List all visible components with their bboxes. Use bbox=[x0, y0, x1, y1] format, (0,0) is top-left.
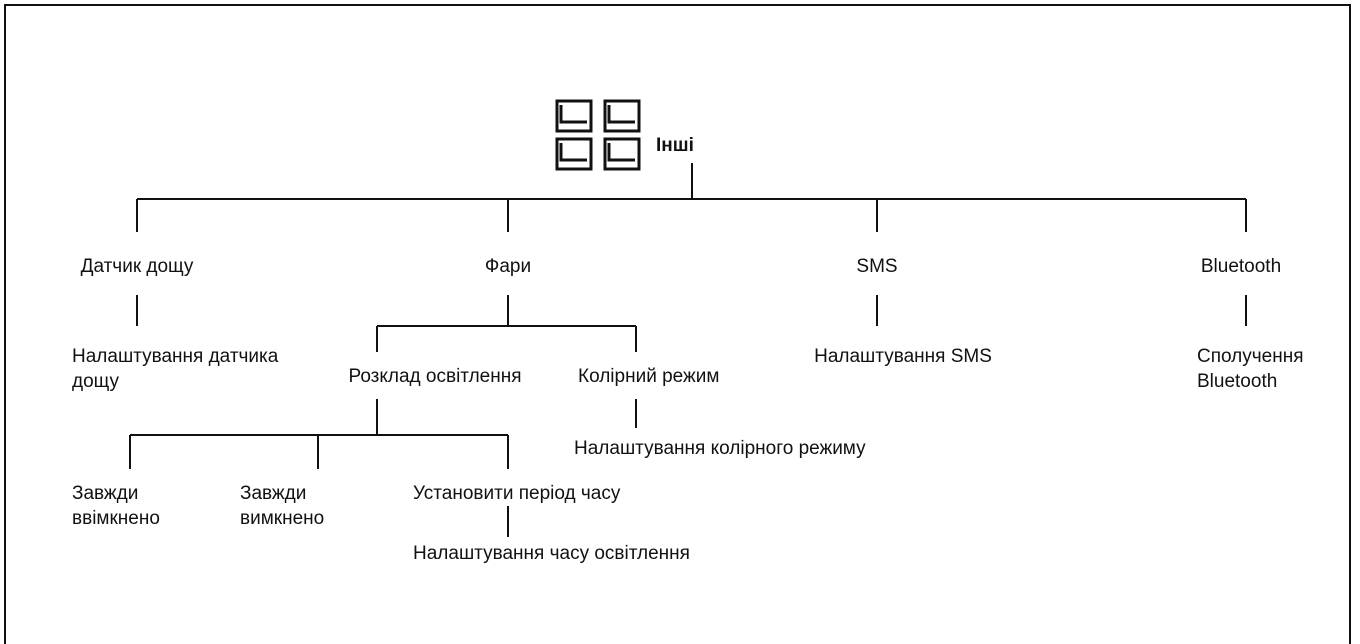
four-squares-menu-icon bbox=[555, 99, 641, 171]
node-always-off: Завжди вимкнено bbox=[240, 483, 325, 529]
node-sms: SMS bbox=[856, 256, 898, 277]
node-always-on: Завжди ввімкнено bbox=[72, 483, 160, 529]
node-lighting-schedule: Розклад освітлення bbox=[348, 366, 522, 387]
node-sms-settings: Налаштування SMS bbox=[814, 346, 992, 367]
node-lighting-time-settings: Налаштування часу освітлення bbox=[413, 543, 690, 564]
node-headlights: Фари bbox=[484, 256, 532, 277]
node-bluetooth-pairing: Сполучення Bluetooth bbox=[1197, 346, 1304, 392]
node-set-time-period: Установити період часу bbox=[413, 483, 621, 504]
diagram-frame bbox=[4, 4, 1351, 644]
root-label: Інші bbox=[656, 135, 694, 156]
node-bluetooth: Bluetooth bbox=[1200, 256, 1282, 277]
node-rain-sensor-settings: Налаштування датчика дощу bbox=[72, 346, 279, 392]
node-rain-sensor: Датчик дощу bbox=[80, 256, 194, 277]
node-color-mode: Колірний режим bbox=[578, 366, 720, 387]
node-color-mode-settings: Налаштування колірного режиму bbox=[574, 438, 866, 459]
